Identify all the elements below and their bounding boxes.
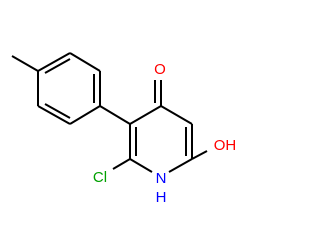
bond-aryl-link (99, 105, 131, 125)
chlorine-label: Cl (93, 169, 107, 186)
bond-ring-a5-inner (44, 103, 71, 119)
hydroxyl-label: OH (214, 137, 237, 154)
bond-c6-n (168, 158, 193, 173)
molecule-structure: O Cl N H OH (11, 52, 237, 206)
bond-ring-a1-inner (44, 58, 71, 74)
bond-c3-c4 (129, 105, 162, 125)
nitrogen-label: N (156, 170, 167, 187)
bond-c6-oh (191, 150, 208, 160)
bond-c2-cl (112, 158, 131, 170)
tolyl-ring (11, 52, 101, 125)
pyridinone-ring (112, 80, 208, 173)
bond-methyl (11, 55, 39, 72)
bond-n-c2 (129, 158, 153, 173)
nitrogen-hydrogen-label: H (156, 189, 167, 206)
bond-ring-a2 (69, 52, 101, 72)
bond-ring-a1 (37, 52, 71, 72)
bond-ring-a4 (69, 105, 101, 125)
oxygen-label: O (154, 61, 166, 78)
bond-c4-c5 (160, 105, 193, 125)
bond-ring-a5 (37, 105, 71, 125)
